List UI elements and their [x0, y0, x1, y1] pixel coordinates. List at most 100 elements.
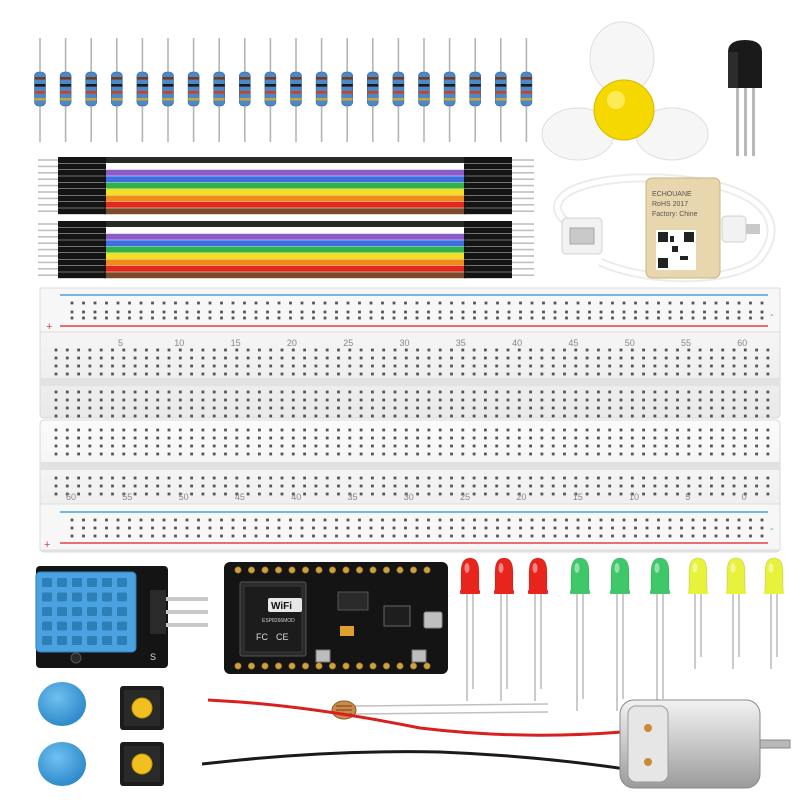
- jumper-connector: [58, 163, 106, 170]
- voltage-regulator: [337, 591, 369, 611]
- breadboard-top-holes: [54, 301, 770, 418]
- breadboard-column-number: 0: [742, 492, 747, 502]
- led: [528, 557, 548, 701]
- breadboard-column-number: 25: [343, 338, 353, 348]
- jumper-connector: [58, 189, 106, 195]
- cable-tag-line-3: Factory: Chine: [652, 211, 698, 218]
- led: [460, 557, 480, 701]
- button-cap-blue: [38, 742, 86, 786]
- breadboard-column-number: 55: [122, 492, 132, 502]
- resistor: [469, 38, 482, 142]
- resistor: [85, 38, 97, 142]
- jumper-pin: [512, 178, 534, 180]
- usb-cable: ECHOUANE RoHS 2017 Factory: Chine: [553, 173, 776, 283]
- breadboard-column-number: 5: [685, 492, 690, 502]
- tactile-buttons: [120, 686, 164, 786]
- cable-tag-line-2: RoHS 2017: [652, 201, 688, 208]
- led: [688, 557, 708, 669]
- led: [494, 557, 514, 701]
- jumper-pin: [38, 159, 58, 161]
- breadboard-column-number: 15: [573, 492, 583, 502]
- resistor: [136, 38, 149, 142]
- jumper-connector: [464, 240, 512, 247]
- resistor: [366, 38, 379, 142]
- tactile-button: [120, 742, 164, 786]
- jumper-connector: [58, 246, 106, 253]
- jumper-connector: [58, 221, 106, 227]
- wifi-label: WiFi: [271, 601, 292, 612]
- nodemcu-esp8266-board: WiFi ESP8266MOD FC CE: [224, 562, 448, 674]
- resistor: [443, 38, 456, 142]
- micro-usb-plug: [721, 215, 747, 243]
- jumper-connector: [464, 201, 512, 208]
- jumper-connector: [464, 259, 512, 266]
- transistor: [728, 40, 762, 156]
- jumper-pin: [38, 178, 58, 180]
- resistor: [520, 38, 533, 142]
- jumper-connector: [58, 176, 106, 183]
- jumper-pin: [512, 248, 534, 251]
- motor-wires: [201, 698, 633, 772]
- jumper-pin: [38, 236, 58, 238]
- jumper-connector: [58, 272, 106, 279]
- breadboard-column-number: 60: [66, 492, 76, 502]
- jumper-connector: [464, 253, 512, 259]
- resistor: [494, 38, 507, 142]
- jumper-pin: [512, 274, 534, 276]
- jumper-pin: [38, 261, 58, 264]
- breadboard-column-number: 5: [118, 338, 123, 348]
- jumper-connector: [464, 182, 512, 189]
- breadboard-column-number: 10: [174, 338, 184, 348]
- breadboard-column-number: 35: [348, 492, 358, 502]
- jumper-connector: [464, 246, 512, 253]
- breadboard-column-number: 55: [681, 338, 691, 348]
- jumper-connector: [58, 195, 106, 202]
- resistor: [162, 38, 174, 142]
- jumper-connector: [58, 201, 106, 208]
- wifi-badge: [268, 598, 302, 612]
- jumper-connector: [464, 169, 512, 176]
- breadboard-bottom-holes: [54, 428, 770, 538]
- rail-minus-label: -: [770, 309, 774, 321]
- jumper-connector: [58, 157, 106, 163]
- jumper-pin: [512, 210, 534, 212]
- reset-button: [315, 649, 331, 663]
- jumper-pin: [512, 172, 534, 174]
- jumper-pin: [512, 165, 534, 168]
- jumper-connector: [58, 233, 106, 240]
- rail-minus-label-bottom: -: [770, 523, 774, 535]
- resistor: [187, 38, 200, 142]
- breadboard-column-number: 30: [404, 492, 414, 502]
- jumper-connector: [464, 208, 512, 215]
- rail-plus-label-bottom: +: [44, 539, 50, 551]
- jumper-connector: [464, 163, 512, 170]
- resistors-row: [34, 38, 533, 142]
- jumper-pin: [38, 204, 58, 206]
- jumper-connector: [58, 169, 106, 176]
- jumper-connector: [464, 221, 512, 227]
- resistor: [341, 38, 354, 142]
- ce-mark: CE: [276, 632, 289, 642]
- resistor: [290, 38, 302, 142]
- cable-tag-line-1: ECHOUANE: [652, 191, 692, 198]
- flash-button: [411, 649, 427, 663]
- jumper-pin: [512, 159, 534, 161]
- resistor: [392, 38, 405, 142]
- breadboard-column-number: 20: [516, 492, 526, 502]
- jumper-connector: [464, 157, 512, 163]
- fan-propeller: [541, 21, 709, 161]
- jumper-connector: [464, 227, 512, 234]
- resistor: [213, 38, 225, 142]
- jumper-pin: [512, 184, 534, 187]
- jumper-pin: [38, 191, 58, 193]
- jumper-pin: [38, 223, 58, 225]
- dht-pin: [166, 610, 208, 614]
- jumper-wires-bundle: [38, 157, 534, 279]
- tactile-button: [120, 686, 164, 730]
- jumper-connector: [464, 272, 512, 279]
- dht-pin: [166, 623, 208, 627]
- jumper-connector: [464, 189, 512, 195]
- jumper-pin: [38, 248, 58, 251]
- breadboard-column-number: 35: [456, 338, 466, 348]
